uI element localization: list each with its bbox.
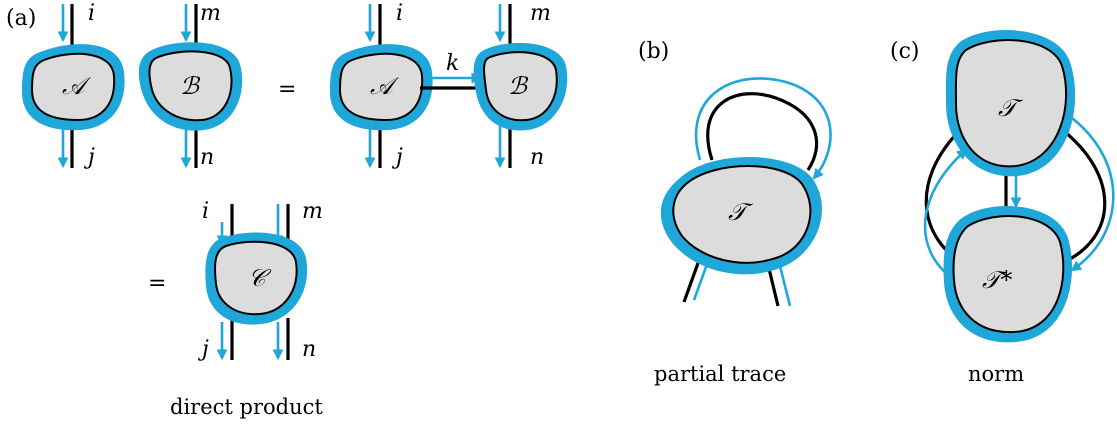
panel-a-label: (a) xyxy=(6,6,36,31)
equals-sign-1: = xyxy=(278,77,296,102)
tensor-t-conj-label: 𝒯* xyxy=(982,266,1012,294)
caption-partial-trace: partial trace xyxy=(654,362,786,386)
tensor-b-left: ℬ m n xyxy=(138,1,243,170)
tensor-c: 𝒞 i m j n xyxy=(197,199,323,362)
index-j-right: j xyxy=(391,145,403,170)
bond-k: k xyxy=(420,51,486,90)
index-k: k xyxy=(446,51,459,76)
caption-norm: norm xyxy=(968,362,1024,386)
tensor-b-left-label: ℬ xyxy=(180,72,201,100)
panel-c: (c) 𝒯 𝒯* norm xyxy=(890,30,1115,386)
equals-sign-2: = xyxy=(148,271,166,296)
panel-a: (a) 𝒜 i j ℬ m n = xyxy=(6,1,568,419)
tensor-b-right: ℬ m n xyxy=(473,1,568,170)
index-n-right: n xyxy=(530,145,544,170)
tensor-b-right-label: ℬ xyxy=(508,72,529,100)
index-i-right: i xyxy=(396,1,403,26)
caption-direct-product: direct product xyxy=(170,395,323,419)
index-j-left: j xyxy=(83,145,95,170)
index-n-left: n xyxy=(200,145,214,170)
index-i-c: i xyxy=(202,199,209,224)
index-i-left: i xyxy=(88,1,95,26)
tensor-a-left: 𝒜 i j xyxy=(22,1,125,170)
panel-c-label: (c) xyxy=(890,39,920,64)
index-n-c: n xyxy=(302,337,316,362)
panel-b: (b) 𝒯 partial trace xyxy=(638,39,832,386)
panel-b-label: (b) xyxy=(638,39,669,64)
index-m-c: m xyxy=(302,199,323,224)
index-m-right: m xyxy=(530,1,551,26)
tensor-a-right: 𝒜 i j xyxy=(330,1,433,170)
index-m-left: m xyxy=(200,1,221,26)
index-j-c: j xyxy=(197,337,209,362)
